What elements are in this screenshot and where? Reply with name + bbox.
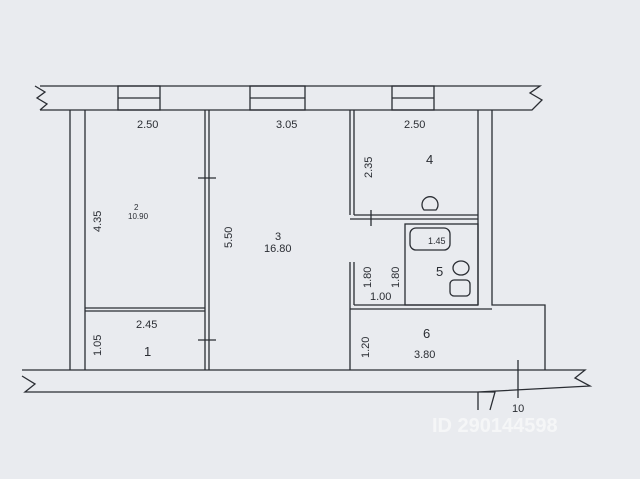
- toilet-icon: [449, 279, 471, 297]
- bathtub-icon: [409, 227, 451, 251]
- dim-bath-depth-right: 1.80: [390, 267, 402, 288]
- wall-corridor: [349, 262, 492, 370]
- walls: [21, 85, 593, 411]
- toilet-room4-icon: [421, 196, 439, 211]
- dim-room6-depth: 1.20: [360, 337, 372, 358]
- dim-bath-width: 1.45: [428, 236, 446, 246]
- dim-room6-width: 3.80: [414, 349, 435, 361]
- room-5-label: 5: [436, 264, 443, 279]
- sink-icon: [452, 260, 470, 276]
- dim-room4-depth: 2.35: [363, 157, 375, 178]
- room-2-label: 2: [134, 203, 139, 212]
- dim-room4-width: 2.50: [404, 119, 425, 131]
- watermark: ID 290144598: [432, 415, 558, 437]
- room-1-label: 1: [144, 344, 151, 359]
- room-10-label: 10: [512, 403, 524, 415]
- dim-room3-depth: 5.50: [223, 227, 235, 248]
- dim-room2-depth: 4.35: [92, 211, 104, 232]
- wall-room1: [85, 307, 205, 312]
- bathroom: [404, 223, 479, 306]
- dim-corridor-width: 1.00: [370, 291, 391, 303]
- room-4-label: 4: [426, 152, 433, 167]
- dim-bath-depth-left: 1.80: [362, 267, 374, 288]
- room-3-label: 3: [275, 231, 281, 243]
- top-wall: [34, 85, 544, 111]
- dim-room2-width: 2.50: [137, 119, 158, 131]
- right-wall: [477, 110, 546, 370]
- bottom-wall: [21, 369, 593, 411]
- dim-room1-depth: 1.05: [92, 335, 104, 356]
- room-6-label: 6: [423, 326, 430, 341]
- room-2-area: 10.90: [128, 212, 149, 221]
- dim-room3-width: 3.05: [276, 119, 297, 131]
- left-wall: [69, 110, 86, 370]
- wall-3-4: [349, 110, 478, 220]
- dim-room1-width: 2.45: [136, 319, 157, 331]
- wall-2-3: [204, 110, 210, 370]
- room-3-area: 16.80: [264, 243, 292, 255]
